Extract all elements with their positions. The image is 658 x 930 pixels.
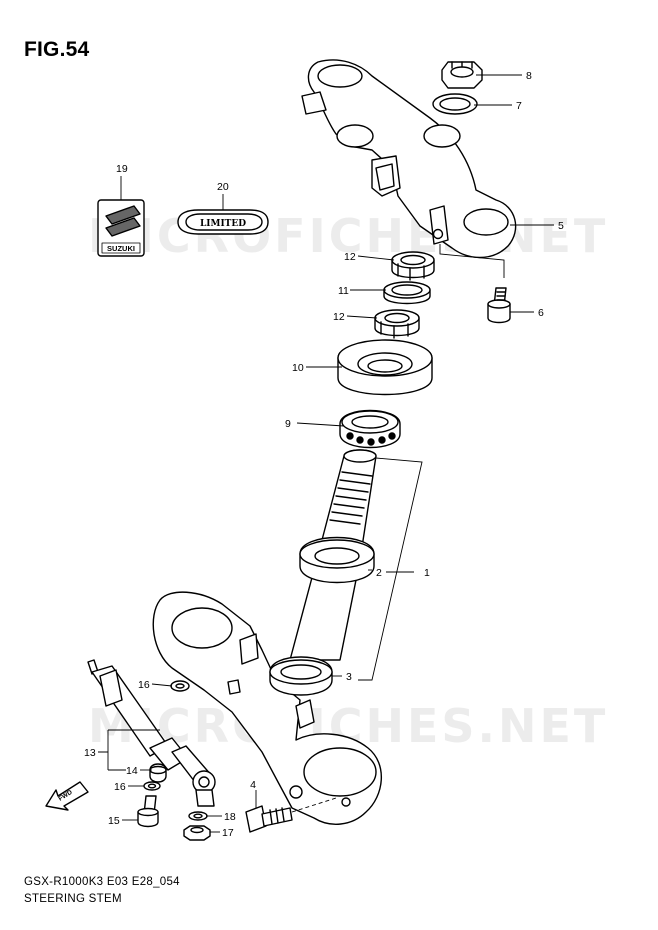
- callout-15: 15: [108, 815, 120, 827]
- figure-subtitle: STEERING STEM: [24, 893, 122, 905]
- upper-bracket: [301, 59, 517, 259]
- callout-19: 19: [116, 163, 128, 175]
- bolt-4: [245, 805, 293, 833]
- lock-nut-12-upper: [391, 251, 435, 281]
- callout-labels: 1 2 3 4 5 6 7 8 9 10 11 12 12 13 14 15 1…: [84, 70, 564, 839]
- nut-17: [183, 825, 211, 841]
- callout-2: 2: [376, 567, 382, 579]
- figure-title: FIG.54: [24, 38, 90, 61]
- callout-5: 5: [558, 220, 564, 232]
- suzuki-emblem-19: [97, 199, 145, 257]
- bearing-seat-2: [299, 536, 375, 584]
- bearing-3: [269, 656, 333, 696]
- steering-damper-13: [87, 659, 216, 807]
- washer-18: [188, 811, 208, 821]
- bolt-15: [137, 795, 159, 828]
- callout-12-upper: 12: [344, 251, 356, 263]
- washer-16-upper: [170, 680, 190, 692]
- callout-17: 17: [222, 827, 234, 839]
- washer-7: [432, 93, 478, 115]
- top-nut-8: [441, 61, 483, 89]
- callout-14: 14: [126, 765, 138, 777]
- callout-13: 13: [84, 747, 96, 759]
- callout-16-lower: 16: [114, 781, 126, 793]
- suzuki-emblem-text: SUZUKI: [107, 244, 135, 253]
- fwd-arrow-icon: [45, 781, 89, 811]
- washer-16-lower: [143, 781, 161, 791]
- limited-emblem-20: [177, 209, 269, 235]
- callout-3: 3: [346, 671, 352, 683]
- callout-16-upper: 16: [138, 679, 150, 691]
- bearing-9: [339, 409, 401, 449]
- callout-10: 10: [292, 362, 304, 374]
- callout-4: 4: [250, 779, 256, 791]
- callout-20: 20: [217, 181, 229, 193]
- leader-lines: [98, 74, 554, 833]
- callout-1: 1: [424, 567, 430, 579]
- callout-9: 9: [285, 418, 291, 430]
- callout-11: 11: [338, 285, 349, 297]
- callout-8: 8: [526, 70, 532, 82]
- bush-14: [149, 763, 167, 783]
- lock-nut-12-lower: [374, 309, 420, 339]
- callout-7: 7: [516, 100, 522, 112]
- callout-18: 18: [224, 811, 236, 823]
- bolt-6: [487, 287, 511, 324]
- watermark-top: MICROFICHES.NET: [88, 209, 608, 263]
- limited-emblem-text: LIMITED: [200, 219, 246, 229]
- callout-12-lower: 12: [333, 311, 345, 323]
- washer-11: [383, 281, 431, 305]
- dust-seal-10: [337, 339, 433, 396]
- lower-bracket: [152, 591, 382, 825]
- model-code: GSX-R1000K3 E03 E28_054: [24, 876, 180, 888]
- callout-6: 6: [538, 307, 544, 319]
